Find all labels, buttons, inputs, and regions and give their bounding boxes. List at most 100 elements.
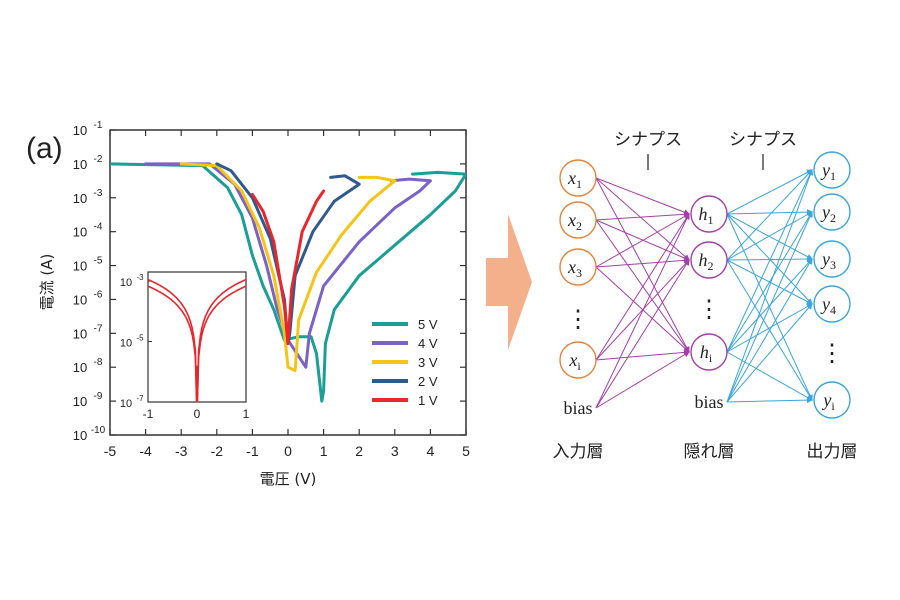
input-node: x2 <box>559 201 597 239</box>
series-line <box>179 162 397 373</box>
synapse-edge <box>595 219 690 353</box>
synapse-edge <box>726 303 813 403</box>
synapse-edge <box>595 349 690 361</box>
y-tick-label: 10 <box>73 292 87 307</box>
series-line <box>144 162 432 369</box>
synapse-label-1: シナプス <box>614 130 682 150</box>
ellipsis-label: ⋮ <box>697 297 721 323</box>
node-label: yi <box>821 390 835 413</box>
synapse-edge <box>595 257 690 268</box>
node-circle <box>559 159 597 197</box>
inset-y-tick-label: 10 <box>120 338 132 350</box>
input-node: x3 <box>559 248 597 286</box>
y-tick-label: 10 <box>73 191 87 206</box>
node-label: x1 <box>567 168 582 191</box>
legend-label: 2 V <box>418 374 438 389</box>
y-tick-label: 10 <box>73 259 87 274</box>
x-axis-label: 電圧 (V) <box>260 470 317 488</box>
output-node: y2 <box>813 193 851 231</box>
layer-label-hidden: 隠れ層 <box>684 442 735 462</box>
y-axis-label: 電流 (A) <box>38 254 56 311</box>
layer-label-input: 入力層 <box>553 442 604 462</box>
synapse-edge <box>726 169 813 353</box>
bias-label: bias <box>695 392 724 412</box>
node-circle <box>813 151 851 189</box>
y-tick-exponent: -8 <box>94 357 103 368</box>
x-tick-label: 3 <box>391 443 399 459</box>
series-line <box>250 189 326 345</box>
node-circle <box>813 193 851 231</box>
inset-x-tick-label: -1 <box>143 407 154 421</box>
x-tick-label: -4 <box>139 443 152 459</box>
synapse-edge <box>726 169 814 403</box>
legend-label: 3 V <box>418 355 438 370</box>
legend-label: 1 V <box>418 393 438 408</box>
node-circle <box>690 241 728 279</box>
hidden-node: bias <box>695 392 724 412</box>
x-tick-label: -3 <box>175 443 188 459</box>
hidden-node: h1 <box>690 195 728 233</box>
node-circle <box>813 240 851 278</box>
y-tick-exponent: -5 <box>94 256 103 267</box>
flow-arrow-icon <box>486 214 532 350</box>
synapse-edge <box>595 177 690 215</box>
y-tick-label: 10 <box>73 428 87 443</box>
synapse-edge <box>595 213 690 409</box>
inset-curve <box>148 278 246 402</box>
input-node: bias <box>564 398 593 418</box>
synapse-edge <box>726 303 813 353</box>
synapse-label-2: シナプス <box>729 130 797 150</box>
synapse-edge <box>726 211 813 403</box>
node-label: x2 <box>567 210 582 233</box>
y-axis-ticks: 10-110-210-310-410-510-610-710-810-910-1… <box>73 120 466 443</box>
hidden-node: h2 <box>690 241 728 279</box>
output-node: y4 <box>813 285 851 323</box>
y-tick-label: 10 <box>73 394 87 409</box>
node-label: h1 <box>699 204 714 227</box>
synapse-edge <box>595 177 690 353</box>
x-tick-label: 5 <box>462 443 470 459</box>
synapse-edge <box>726 211 813 261</box>
inset-series <box>148 278 246 402</box>
series-group <box>110 162 466 403</box>
y-tick-label: 10 <box>73 360 87 375</box>
node-circle <box>813 285 851 323</box>
x-tick-label: -2 <box>211 443 224 459</box>
inset-y-tick-exponent: -7 <box>136 394 144 403</box>
series-line <box>110 162 466 403</box>
synapse-edge <box>726 209 813 216</box>
inset-y-tick-label: 10 <box>120 277 132 289</box>
hidden-node: hi <box>690 333 728 371</box>
synapse-edge <box>726 256 813 263</box>
bias-label: bias <box>564 398 593 418</box>
synapse-edge <box>726 258 813 353</box>
layer-label-output: 出力層 <box>807 442 858 462</box>
synapse-edge <box>595 259 690 409</box>
synapse-edge <box>726 351 813 401</box>
y-tick-label: 10 <box>73 225 87 240</box>
legend-label: 5 V <box>418 317 438 332</box>
synapse-edges <box>595 169 814 409</box>
ellipsis-label: ⋮ <box>566 307 590 333</box>
output-node: y3 <box>813 240 851 278</box>
node-label: hi <box>700 342 713 365</box>
y-tick-exponent: -3 <box>94 188 103 199</box>
y-tick-label: 10 <box>73 157 87 172</box>
inset-y-tick-label: 10 <box>120 398 132 410</box>
x-tick-label: 0 <box>284 443 292 459</box>
y-tick-label: 10 <box>73 326 87 341</box>
inset-curve <box>148 285 246 402</box>
y-tick-label: 10 <box>73 123 87 138</box>
x-tick-label: -5 <box>104 443 117 459</box>
x-tick-label: 4 <box>427 443 435 459</box>
node-circle <box>813 381 851 419</box>
inset-x-tick-label: 1 <box>243 407 250 421</box>
synapse-edge <box>595 213 690 268</box>
input-node: x1 <box>559 159 597 197</box>
node-label: y2 <box>820 202 836 225</box>
y-tick-exponent: -1 <box>94 120 103 131</box>
